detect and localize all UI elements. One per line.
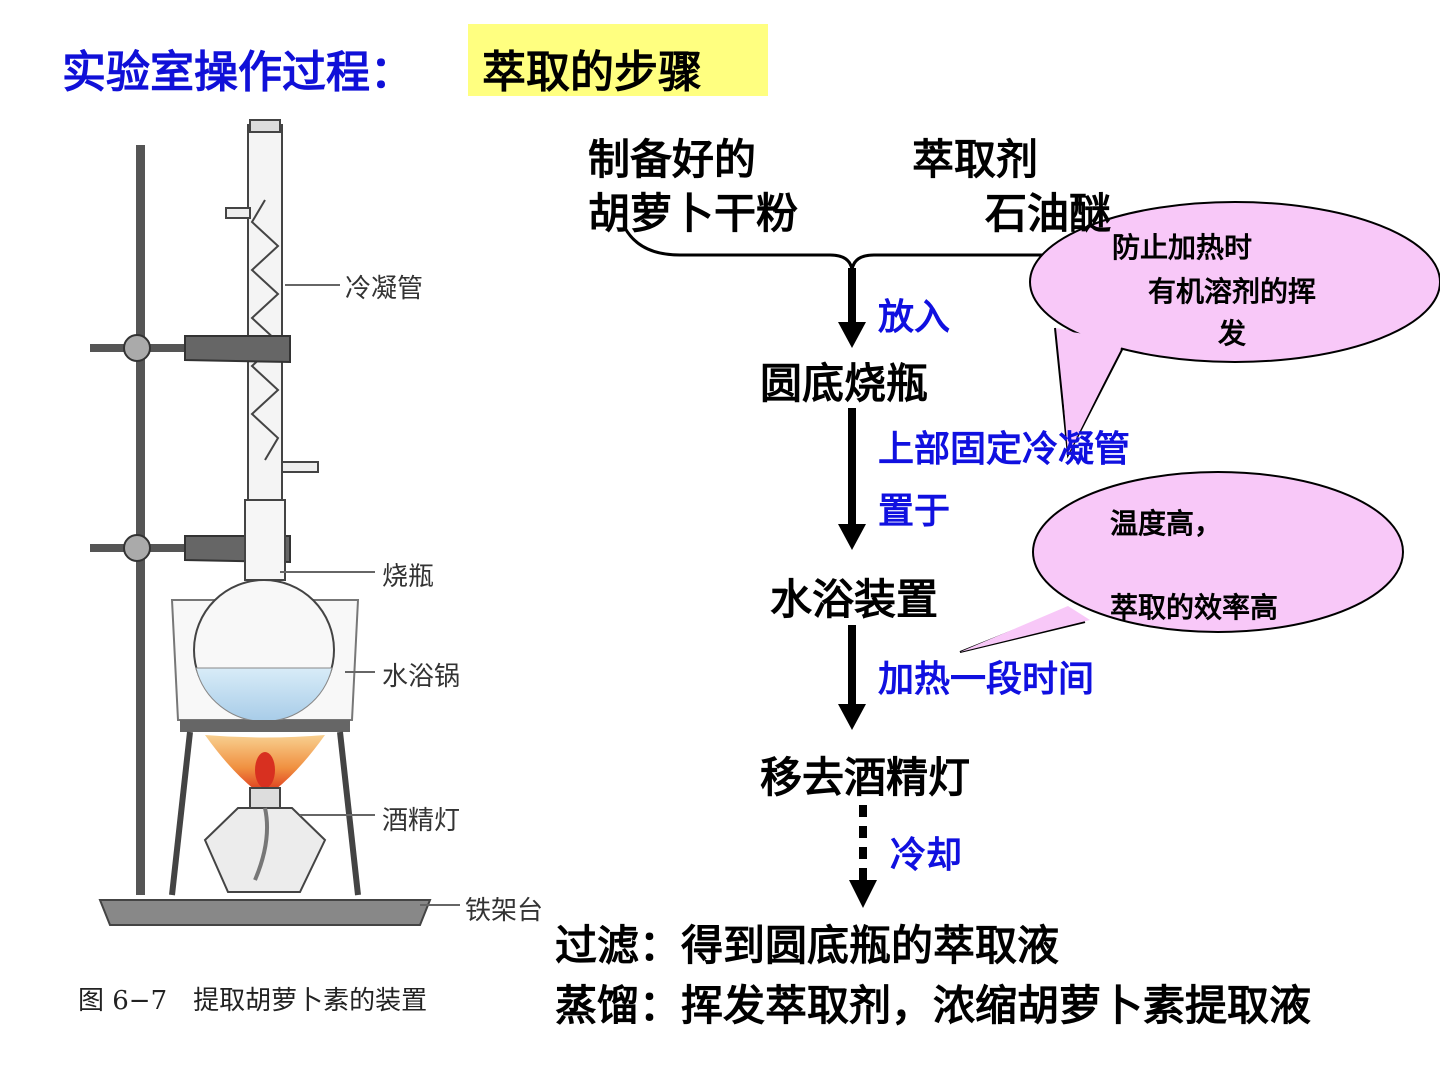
label-water-bath: 水浴锅 xyxy=(382,662,461,692)
label-condenser: 冷凝管 xyxy=(345,274,424,304)
input-right-line1: 萃取剂 xyxy=(912,135,1039,184)
label-lamp: 酒精灯 xyxy=(382,806,461,836)
stand-base xyxy=(98,899,432,926)
input-right-line2: 石油醚 xyxy=(985,189,1112,238)
result-filter: 过滤：得到圆底瓶的萃取液 xyxy=(555,921,1060,970)
bubble1-line2: 有机溶剂的挥 xyxy=(1148,275,1317,308)
stand-rod xyxy=(136,145,145,895)
condenser-coil xyxy=(250,199,280,461)
bubble2-line1: 温度高， xyxy=(1110,507,1223,540)
page-title-left: 实验室操作过程： xyxy=(62,47,414,98)
input-left-line2: 胡萝卜干粉 xyxy=(588,189,799,238)
label-stand: 铁架台 xyxy=(465,896,544,926)
title-highlight-box xyxy=(468,24,768,96)
flask-neck xyxy=(244,499,286,581)
page-title-right: 萃取的步骤 xyxy=(482,47,702,98)
input-left-line1: 制备好的 xyxy=(588,135,757,184)
label-flask: 烧瓶 xyxy=(382,562,435,592)
action-cool: 冷却 xyxy=(890,835,963,876)
arrow-1 xyxy=(848,268,856,326)
action-place: 置于 xyxy=(878,491,951,532)
bubble2-line2: 萃取的效率高 xyxy=(1110,591,1279,624)
arrow-2 xyxy=(848,408,856,528)
action-put-in: 放入 xyxy=(878,297,951,338)
step-flask: 圆底烧瓶 xyxy=(760,359,929,408)
step-remove-lamp: 移去酒精灯 xyxy=(760,753,971,802)
action-fix-condenser: 上部固定冷凝管 xyxy=(878,429,1131,470)
result-distill: 蒸馏：挥发萃取剂，浓缩胡萝卜素提取液 xyxy=(555,981,1312,1030)
bubble1-line3: 发 xyxy=(1218,317,1247,350)
tripod-ring xyxy=(180,720,350,732)
step-water-bath: 水浴装置 xyxy=(770,575,939,624)
action-heat: 加热一段时间 xyxy=(878,659,1095,700)
arrow-3 xyxy=(848,625,856,705)
apparatus-caption: 图 6−7 提取胡萝卜素的装置 xyxy=(78,986,428,1016)
bubble1-line1: 防止加热时 xyxy=(1112,231,1253,264)
